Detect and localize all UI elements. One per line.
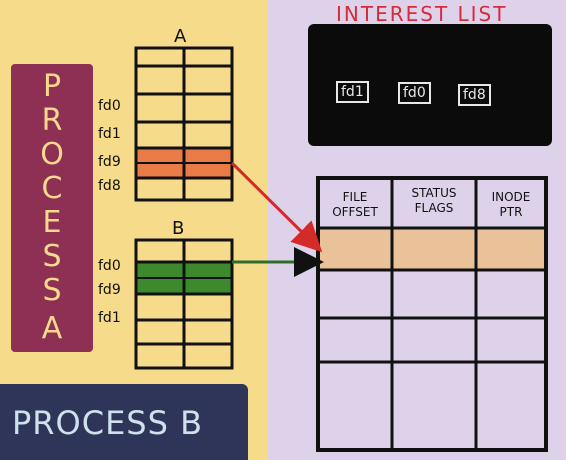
- table-a-fd-label: fd9: [98, 154, 121, 170]
- table-a: [134, 46, 234, 202]
- interest-list-item: fd8: [458, 84, 491, 106]
- process-a-letter: S: [42, 273, 62, 308]
- interest-list-item: fd1: [336, 81, 369, 103]
- table-b-fd-label: fd1: [98, 310, 121, 326]
- open-file-table-highlight-row: [318, 228, 546, 270]
- table-b-fd-label: fd9: [98, 282, 121, 298]
- header-line: STATUS: [411, 186, 457, 200]
- header-line: FLAGS: [414, 201, 454, 215]
- table-a-fd-label: fd0: [98, 98, 121, 114]
- arrow-fd9-a-to-entry: [230, 161, 323, 253]
- table-b-label: B: [172, 218, 185, 239]
- process-a-letter: A: [41, 311, 63, 346]
- process-a-banner: P R O C E S S A: [11, 64, 93, 352]
- header-line: OFFSET: [332, 205, 378, 219]
- table-b-fd-label: fd0: [98, 258, 121, 274]
- process-a-letter: O: [40, 137, 64, 172]
- table-b: [134, 238, 234, 370]
- interest-list-box: fd1 fd0 fd8: [308, 24, 552, 146]
- header-line: INODE: [491, 190, 531, 204]
- process-a-letter: C: [41, 171, 63, 206]
- process-a-letter: P: [42, 69, 62, 104]
- process-a-letter: S: [42, 239, 62, 274]
- open-file-table: [316, 176, 548, 452]
- header-file-offset: FILE OFFSET: [320, 190, 390, 220]
- process-a-letter: R: [41, 103, 63, 138]
- process-b-label: PROCESS B: [12, 404, 204, 442]
- header-line: PTR: [499, 205, 523, 219]
- header-inode-ptr: INODE PTR: [478, 190, 544, 220]
- header-line: FILE: [342, 190, 368, 204]
- header-status-flags: STATUS FLAGS: [394, 186, 474, 216]
- table-a-fd-label: fd1: [98, 126, 121, 142]
- table-a-label: A: [174, 26, 187, 47]
- process-b-banner: [0, 384, 248, 460]
- process-a-letter: E: [42, 205, 62, 240]
- table-a-fd-label: fd8: [98, 178, 121, 194]
- interest-list-item: fd0: [398, 82, 431, 104]
- interest-list-title: INTEREST LIST: [336, 2, 508, 26]
